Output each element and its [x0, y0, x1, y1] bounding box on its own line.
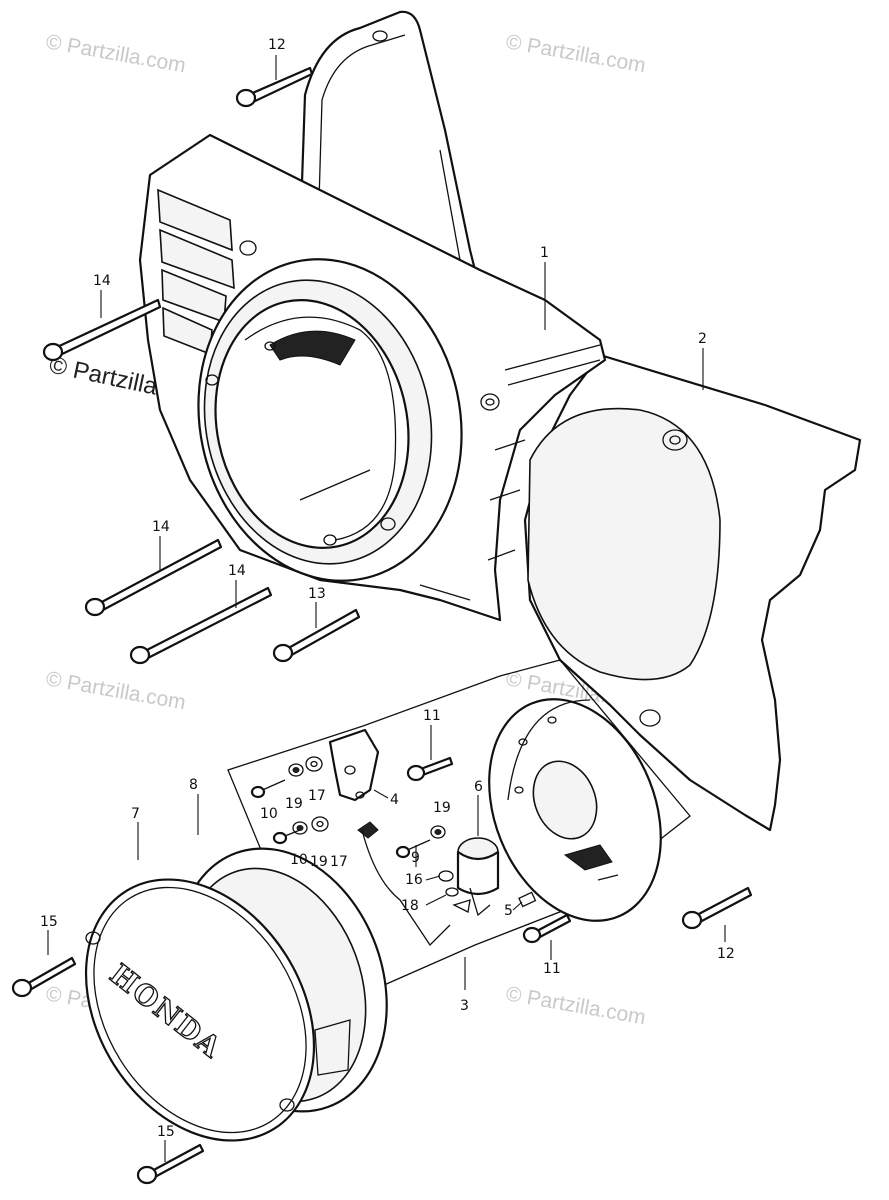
callout-8: 8	[189, 777, 198, 793]
callout-1: 1	[540, 245, 549, 261]
callout-numbers: 12 1 2 14 14 14 13 11 4 6 8 7 10 19 17 1…	[40, 37, 735, 1140]
callout-17: 17	[330, 854, 348, 870]
watermark: © Partzilla.com	[44, 30, 187, 77]
part-3-points-plate	[227, 659, 691, 1001]
callout-10: 10	[290, 852, 308, 868]
watermark: © Partzilla.com	[504, 30, 647, 77]
callout-15: 15	[157, 1124, 175, 1140]
part-7-point-cover: HONDA	[84, 878, 316, 1142]
callout-11: 11	[543, 961, 561, 977]
washers-and-screws	[250, 756, 446, 859]
callout-13: 13	[308, 586, 326, 602]
callout-11: 11	[423, 708, 441, 724]
callout-18: 18	[401, 898, 419, 914]
callout-15: 15	[40, 914, 58, 930]
part-1-main-housing	[138, 10, 607, 622]
part-2-outer-cover	[523, 353, 862, 832]
callout-3: 3	[460, 998, 469, 1014]
callout-5: 5	[504, 903, 513, 919]
screws	[11, 66, 753, 1185]
callout-10: 10	[260, 806, 278, 822]
callout-2: 2	[698, 331, 707, 347]
callout-17: 17	[308, 788, 326, 804]
callout-9: 9	[411, 850, 420, 866]
callout-4: 4	[390, 792, 399, 808]
callout-14: 14	[152, 519, 170, 535]
leader-lines	[47, 55, 726, 1162]
callout-14: 14	[228, 563, 246, 579]
watermark: © Partzilla.com	[44, 667, 187, 714]
callout-12: 12	[268, 37, 286, 53]
callout-19: 19	[310, 854, 328, 870]
watermark: © Partzilla.com	[504, 982, 647, 1029]
callout-12: 12	[717, 946, 735, 962]
callout-19: 19	[433, 800, 451, 816]
callout-16: 16	[405, 872, 423, 888]
callout-7: 7	[131, 806, 140, 822]
callout-14: 14	[93, 273, 111, 289]
callout-6: 6	[474, 779, 483, 795]
callout-19: 19	[285, 796, 303, 812]
